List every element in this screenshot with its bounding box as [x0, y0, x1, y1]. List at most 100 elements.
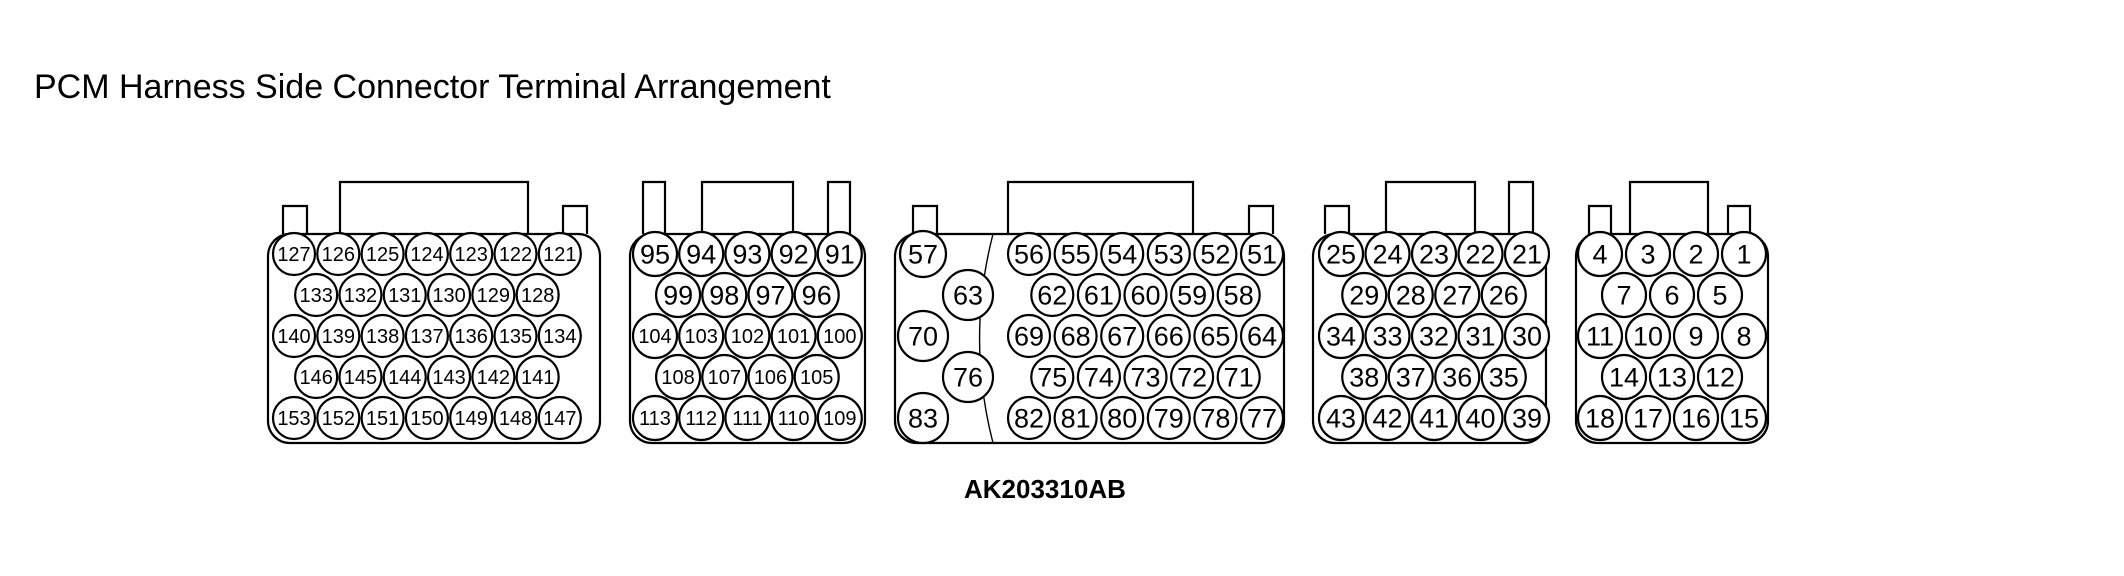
terminal-number: 52 [1200, 240, 1230, 270]
terminal-pin [701, 353, 748, 401]
terminal-pin [1193, 395, 1238, 441]
terminal-number: 149 [455, 408, 488, 430]
terminal-pin [1503, 312, 1551, 360]
diagram-title: PCM Harness Side Connector Terminal Arra… [34, 68, 831, 106]
terminal-pin [1317, 230, 1365, 278]
locating-tab-left [1587, 204, 1613, 234]
terminal-number: 24 [1372, 240, 1402, 270]
locating-tab-right [1726, 204, 1752, 234]
terminal-pin [1341, 271, 1388, 319]
terminal-pin [1216, 354, 1261, 400]
locating-tab-left [641, 180, 667, 234]
terminal-pin [770, 394, 817, 442]
terminal-pin [941, 350, 995, 404]
terminal-pin [1239, 313, 1285, 359]
terminal-number: 14 [1609, 363, 1639, 393]
terminal-pin [631, 312, 679, 360]
terminal-pin [654, 271, 702, 319]
terminal-pin [1480, 353, 1527, 401]
terminal-number: 96 [802, 281, 832, 311]
terminal-pin [316, 313, 361, 359]
terminal-pin [896, 309, 950, 363]
terminal-pin [1624, 312, 1672, 360]
locating-tab-right [1507, 180, 1535, 234]
terminal-pin [426, 354, 472, 400]
terminal-pin [404, 395, 449, 441]
terminal-pin [404, 231, 449, 277]
terminal-number: 30 [1512, 322, 1542, 352]
terminal-number: 29 [1349, 281, 1379, 311]
terminal-pin [770, 312, 817, 360]
section-divider [978, 233, 994, 444]
terminal-pin [1239, 231, 1285, 277]
terminal-number: 75 [1037, 363, 1067, 393]
terminal-pin [515, 354, 560, 400]
terminal-pin [724, 394, 771, 442]
terminal-pin [1387, 271, 1434, 319]
terminal-number: 40 [1465, 404, 1495, 434]
terminal-number: 111 [732, 408, 762, 430]
locating-tab-right [561, 204, 589, 234]
terminal-pin [1503, 394, 1551, 442]
terminal-number: 22 [1465, 240, 1495, 270]
terminal-pin [537, 395, 582, 441]
terminal-number: 60 [1130, 281, 1160, 311]
terminal-pin [1006, 395, 1052, 441]
terminal-number: 25 [1326, 240, 1356, 270]
terminal-pin [360, 313, 405, 359]
terminal-number: 65 [1200, 322, 1230, 352]
terminal-pin [816, 230, 863, 278]
terminal-pin [382, 272, 427, 318]
terminal-pin [382, 354, 427, 400]
terminal-pin [1100, 231, 1145, 277]
terminal-pin [1193, 231, 1238, 277]
terminal-number: 103 [685, 326, 718, 348]
terminal-pin [338, 272, 383, 318]
terminal-pin [770, 230, 817, 278]
terminal-number: 13 [1657, 363, 1687, 393]
terminal-number: 108 [661, 367, 694, 389]
terminal-number: 101 [777, 326, 810, 348]
terminal-pin [631, 230, 679, 278]
terminal-number: 36 [1442, 363, 1472, 393]
terminal-number: 28 [1396, 281, 1426, 311]
terminal-pin [1030, 354, 1075, 400]
terminal-pin [1076, 272, 1122, 318]
terminal-number: 7 [1616, 281, 1631, 311]
terminal-pin [493, 231, 538, 277]
terminal-number: 38 [1349, 363, 1379, 393]
terminal-number: 39 [1512, 404, 1542, 434]
terminal-number: 68 [1061, 322, 1091, 352]
terminal-pin [678, 394, 725, 442]
terminal-pin [1006, 313, 1052, 359]
terminal-pin [471, 354, 516, 400]
terminal-number: 99 [663, 281, 693, 311]
terminal-number: 59 [1177, 281, 1207, 311]
terminal-number: 76 [953, 363, 983, 393]
terminal-number: 144 [388, 367, 421, 389]
locating-tab-left [281, 204, 309, 234]
terminal-number: 130 [432, 285, 465, 307]
terminal-number: 15 [1729, 404, 1759, 434]
terminal-pin [449, 313, 494, 359]
terminal-pin [1364, 394, 1411, 442]
terminal-pin [816, 394, 863, 442]
terminal-pin [449, 231, 494, 277]
terminal-number: 106 [754, 367, 787, 389]
terminal-pin [1053, 313, 1098, 359]
terminal-pin [1053, 395, 1098, 441]
terminal-number: 123 [455, 244, 488, 266]
terminal-number: 105 [800, 367, 833, 389]
terminal-pin [1457, 230, 1504, 278]
terminal-pin [1503, 230, 1551, 278]
terminal-number: 73 [1130, 363, 1160, 393]
terminal-number: 11 [1586, 322, 1614, 352]
terminal-pin [471, 272, 516, 318]
terminal-number: 145 [344, 367, 377, 389]
terminal-number: 69 [1014, 322, 1044, 352]
terminal-number: 122 [499, 244, 532, 266]
terminal-number: 131 [388, 285, 421, 307]
